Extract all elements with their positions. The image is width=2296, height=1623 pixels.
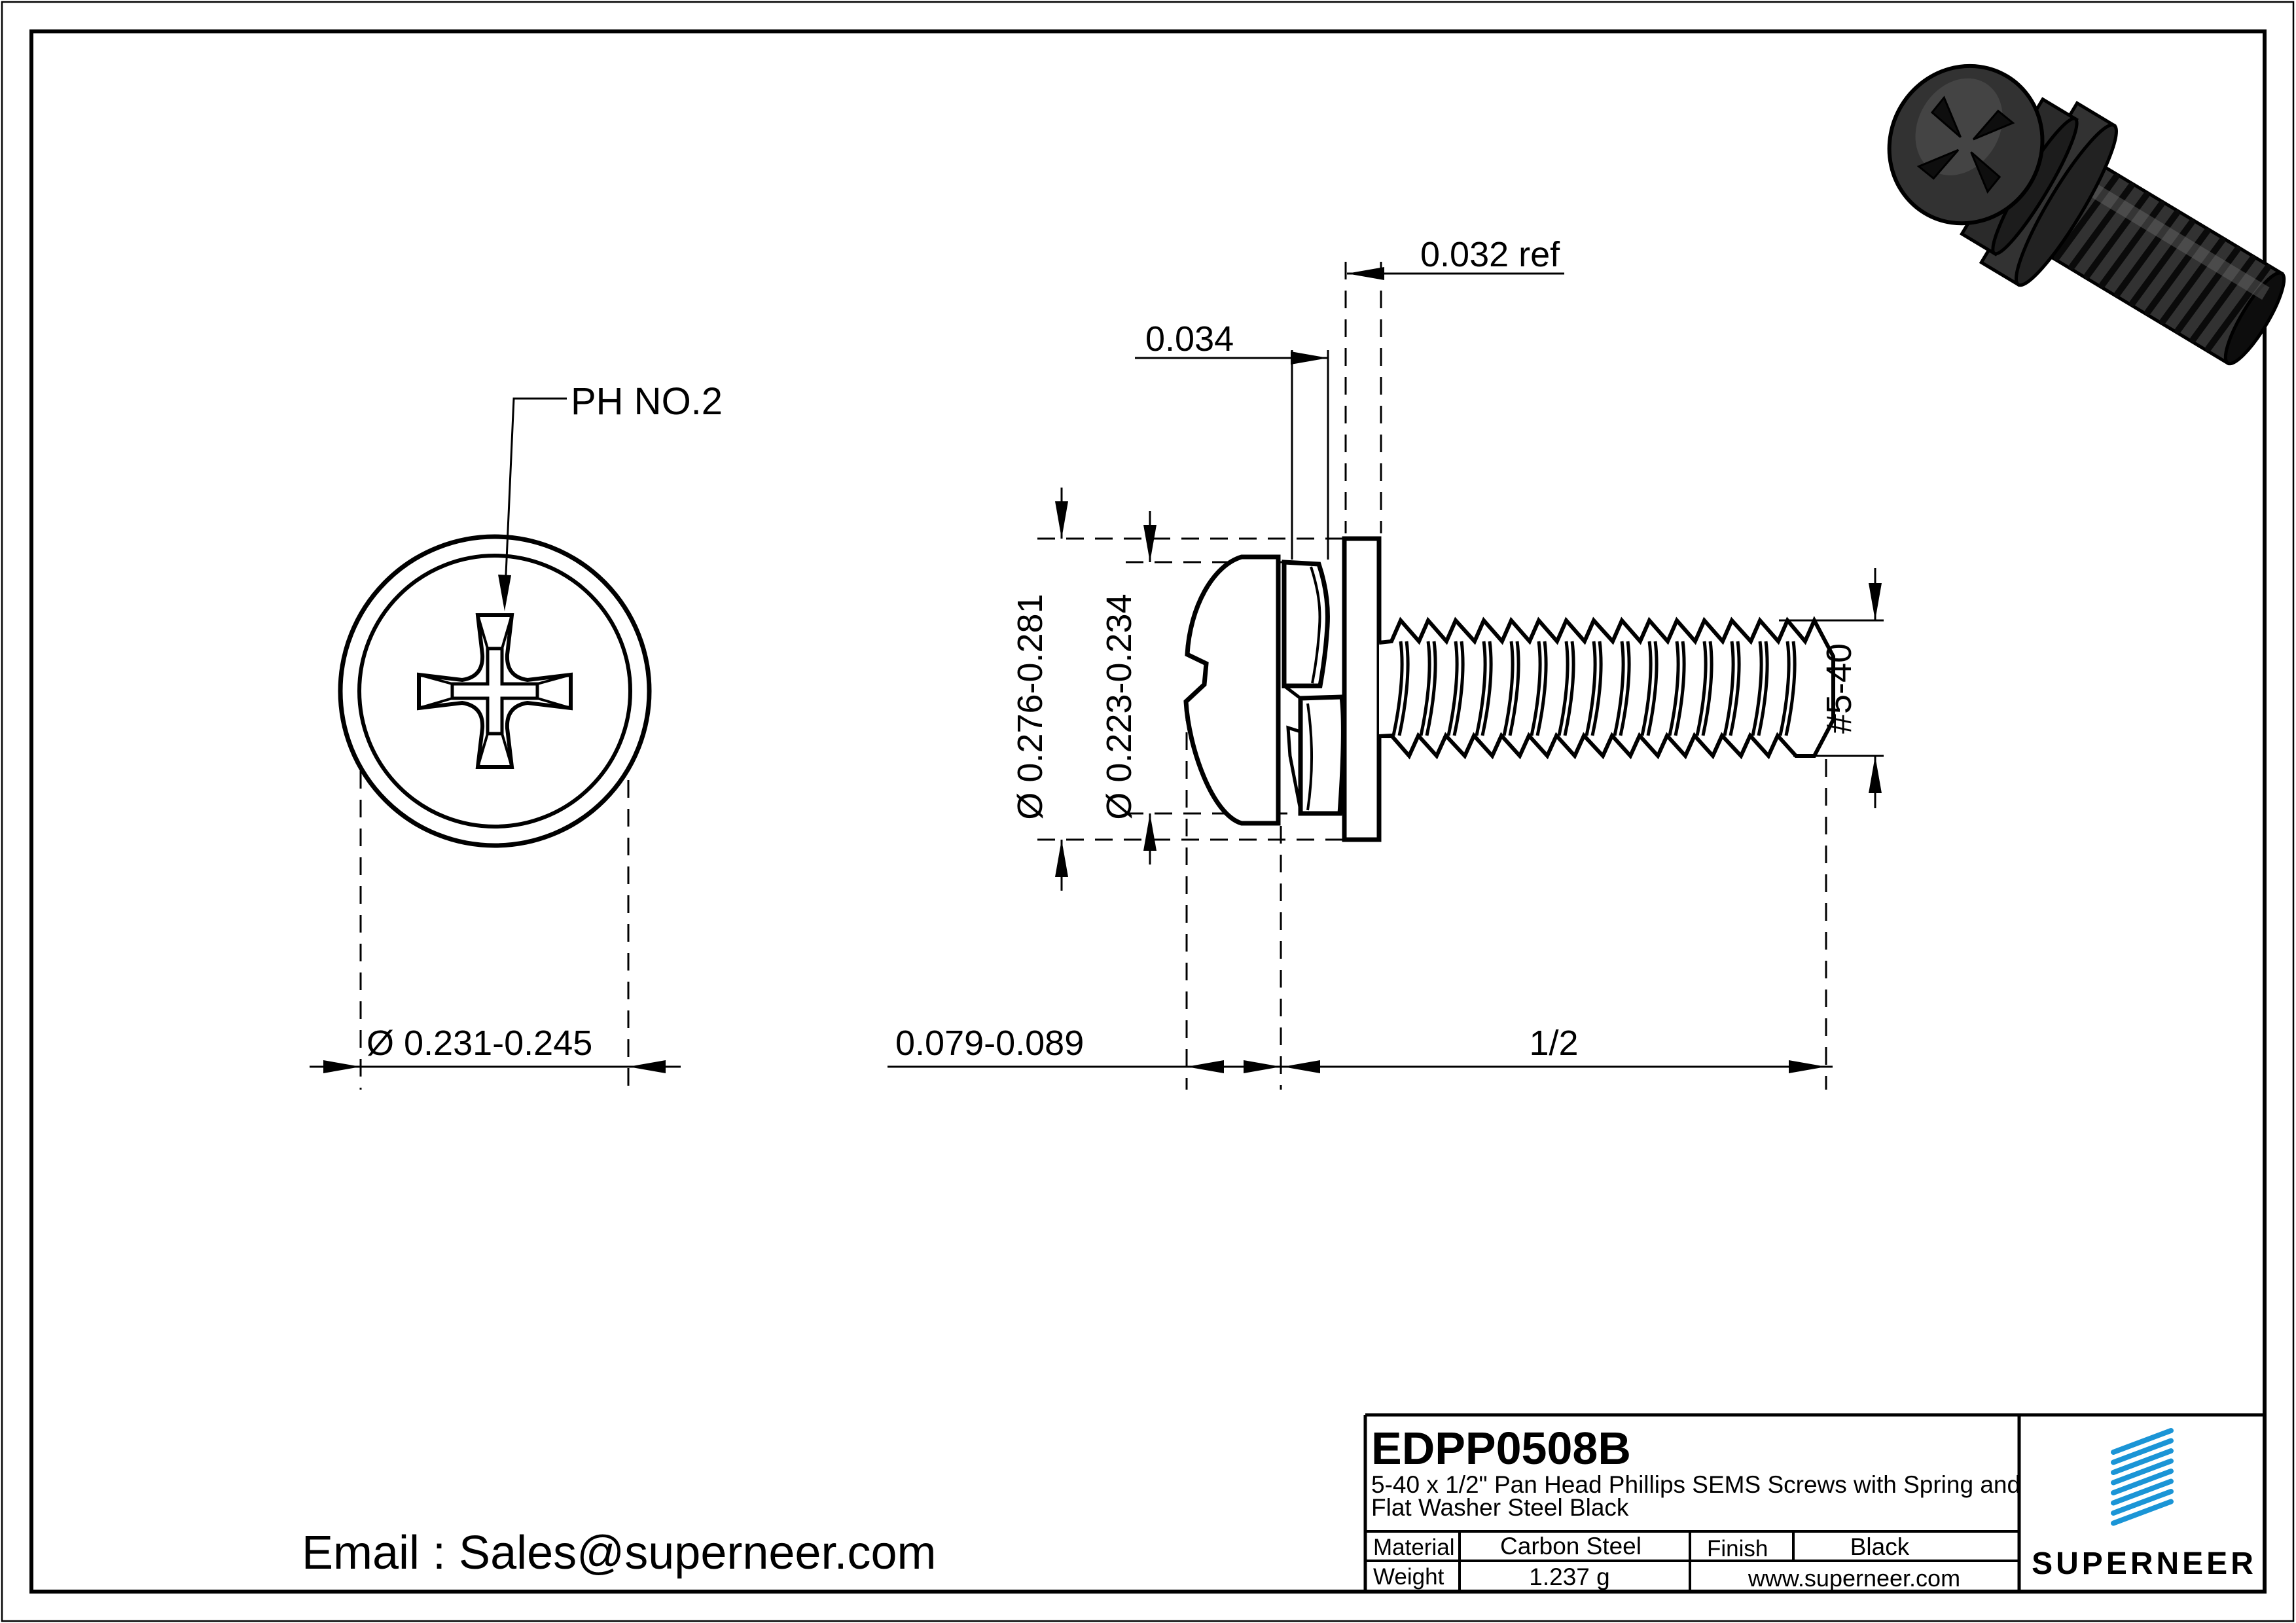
head-inner-circle [357,554,632,829]
material-value: Carbon Steel [1500,1533,1641,1560]
email-text: Email : Sales@superneer.com [302,1527,937,1579]
arrow-right [323,1060,361,1073]
thread-length-text: 1/2 [1529,1024,1578,1063]
logo-bar [2111,1458,2174,1486]
title-block: EDPP0508B 5-40 x 1/2" Pan Head Phillips … [1363,1413,2265,1592]
arrow-left [628,1060,666,1073]
screw-3d-flat-washer-edge [2015,123,2118,287]
arrow-left [1187,1060,1224,1073]
screw-3d-shank-highlight [2071,173,2270,300]
arrow-left [1347,267,1384,280]
spring-washer-upper [1282,560,1330,688]
phillips-chamfer-lines [418,615,571,768]
phillips-wing [1970,151,2001,194]
screw-3d-tip [2223,271,2286,366]
arrow-down [1869,583,1882,620]
material-label: Material [1373,1535,1454,1560]
flat-washer [1342,536,1382,842]
spring-washer-upper-inner-line [1310,566,1321,684]
arrow-down [1143,525,1157,562]
superneer-logo-icon [2111,1428,2174,1526]
part-number: EDPP0508B [1371,1423,1631,1474]
spring-split-step [1283,685,1302,700]
spring-washer-lower-inner-line [1306,703,1313,811]
arrow-right [1244,1060,1281,1073]
pan-head-profile [1183,554,1281,826]
spring-od-text: Ø 0.223-0.234 [1100,594,1139,819]
logo-bar [2111,1469,2174,1495]
screw-3d-render [1887,63,2286,366]
spring-washer-lower [1298,694,1346,816]
brand-name: SUPERNEER [2032,1546,2257,1581]
logo-bar [2111,1489,2174,1516]
logo-bar [2111,1499,2174,1526]
phillips-wing [1916,149,1960,180]
thread-profile [1378,616,1835,760]
finish-value: Black [1850,1533,1910,1560]
drive-label: PH NO.2 [571,380,723,423]
spring-width-text: 0.034 [1145,319,1234,359]
thread-size-text: #5-40 [1820,643,1859,734]
weight-value: 1.237 g [1529,1563,1609,1590]
logo-bar [2111,1438,2174,1465]
description-line2: Flat Washer Steel Black [1371,1494,1629,1521]
logo-bar [2111,1478,2174,1506]
arrow-down [1055,501,1068,539]
washer-thickness-text: 0.032 ref [1420,235,1560,274]
arrow-up [1143,813,1157,851]
drive-leader-line [503,397,567,604]
washer-od-text: Ø 0.276-0.281 [1011,594,1050,819]
arrow-up [1869,756,1882,793]
arrow-left [1283,1060,1320,1073]
front-view: PH NO.2 Ø 0.231-0.245 [310,380,723,1090]
arrow-right [1291,351,1328,365]
screw-3d-head-highlight [1915,78,2003,175]
screw-3d-phillips [1916,96,2015,194]
thread-flank-lines [1391,641,1797,736]
inner-border [29,29,2267,1594]
arrow-up [1055,840,1068,877]
phillips-wing [1972,109,2015,141]
weight-label: Weight [1373,1564,1444,1590]
phillips-wing [1930,96,1962,138]
finish-label: Finish [1707,1536,1768,1561]
description-line1: 5-40 x 1/2" Pan Head Phillips SEMS Screw… [1371,1471,2020,1498]
logo-bar [2111,1428,2174,1455]
arrow-right [1789,1060,1826,1073]
side-view: 0.034 0.032 ref Ø 0.276-0.281 Ø 0.223-0.… [888,235,1884,1090]
head-diameter-text: Ø 0.231-0.245 [367,1024,592,1063]
website-link[interactable]: www.superneer.com [1748,1565,1960,1592]
head-height-text: 0.079-0.089 [895,1024,1084,1063]
logo-bar [2111,1448,2174,1475]
drive-leader-arrow [498,575,511,611]
